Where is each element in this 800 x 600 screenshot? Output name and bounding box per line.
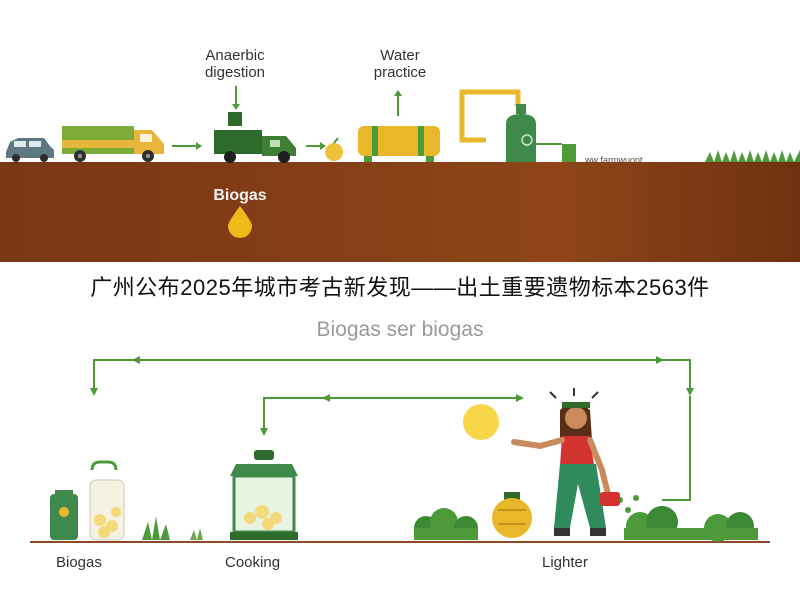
fuel-drop-icon: [228, 206, 252, 238]
lantern-icon: [230, 450, 298, 540]
gas-bottle-icon: [506, 104, 576, 162]
car-icon: [6, 138, 54, 162]
bush-group-right: [617, 495, 758, 542]
news-title-banner: 广州公布2025年城市考古新发现——出土重要遗物标本2563件: [90, 275, 710, 300]
down-arrow: [232, 86, 240, 110]
ground-scribble-text: ww farmwuont: [585, 155, 643, 165]
truck-icon: [62, 126, 164, 162]
sun-icon: [463, 404, 499, 440]
water-practice-label: Water practice: [373, 47, 427, 81]
lighter-label: Lighter: [542, 554, 588, 571]
biogas-bottle-icon: [50, 490, 78, 540]
gas-pot-icon: [492, 492, 532, 538]
digester-tank-icon: [214, 112, 296, 163]
cooking-label: Cooking: [225, 554, 281, 571]
inner-cycle-arrow: [260, 394, 524, 436]
bush-icon: [142, 516, 170, 540]
bush-icon-small: [190, 528, 203, 540]
flow-arrow-1: [172, 142, 202, 150]
bush-group-left: [414, 508, 478, 540]
biogas-label: Biogas: [213, 187, 267, 204]
outer-cycle-arrow: [90, 356, 694, 501]
flow-arrow-2: [306, 142, 326, 150]
top-illustration-panel: Anaerbic digestion Water practice Biogas…: [0, 0, 800, 262]
biogas-bottom-label: Biogas: [56, 554, 102, 571]
up-arrow: [394, 90, 402, 116]
anaerobic-digestion-label: Anaerbic digestion: [204, 47, 266, 81]
woman-figure-icon: [511, 388, 620, 536]
jar-icon: [89, 460, 125, 541]
water-tank-icon: [358, 126, 440, 162]
fruit-icon: [325, 137, 343, 161]
soil-ground: [0, 162, 800, 262]
bottom-subtitle: Biogas ser biogas: [316, 318, 484, 341]
grass-strip: [705, 150, 800, 162]
top-illustration-svg: [6, 86, 800, 238]
